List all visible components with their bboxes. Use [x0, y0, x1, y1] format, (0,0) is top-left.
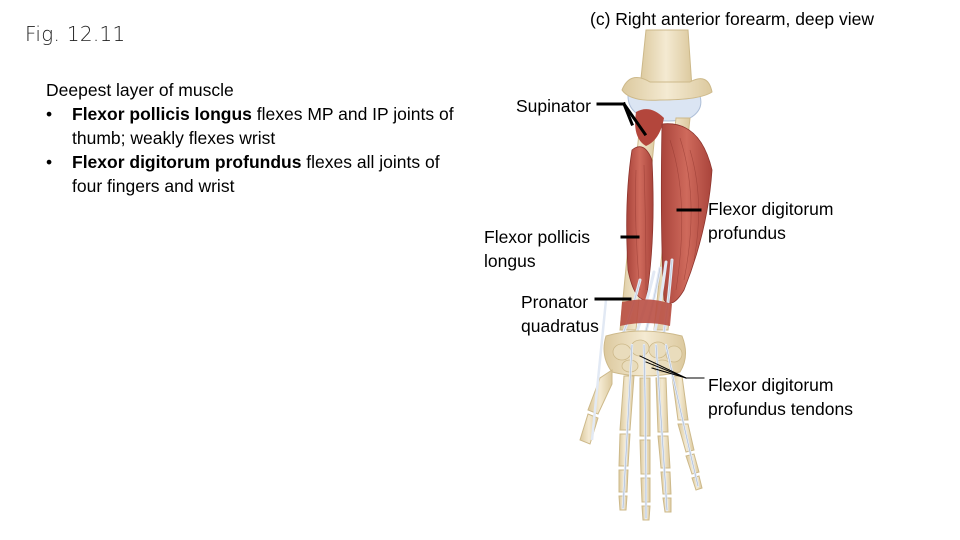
muscle-name: Flexor digitorum profundus	[72, 152, 302, 172]
label-line: quadratus	[521, 316, 599, 336]
muscle-action: flexes MP and IP joints of thumb; weakly…	[72, 104, 454, 148]
bullet: •	[46, 152, 53, 172]
muscle-action: flexes all joints of four fingers and wr…	[72, 152, 440, 196]
label-flexor-pollicis-longus: Flexor pollicis longus	[484, 225, 590, 273]
label-line: Flexor digitorum	[708, 375, 834, 395]
list-item: • Flexor digitorum profundus flexes all j…	[46, 150, 466, 198]
list-item: • Flexor pollicis longus flexes MP and IP…	[46, 102, 466, 150]
label-line: Flexor digitorum	[708, 199, 834, 219]
leader-line-fdp-tendons-2	[639, 355, 687, 379]
label-pronator-quadratus: Pronator quadratus	[521, 290, 599, 338]
fpl-muscle	[626, 146, 654, 301]
muscle-notes: Deepest layer of muscle • Flexor pollicis…	[46, 78, 466, 198]
label-supinator: Supinator	[516, 96, 591, 116]
label-flexor-digitorum-profundus: Flexor digitorum profundus	[708, 197, 833, 245]
view-title: (c) Right anterior forearm, deep view	[590, 9, 874, 29]
muscle-name: Flexor pollicis longus	[72, 104, 252, 124]
label-fdp-tendons: Flexor digitorum profundus tendons	[708, 373, 853, 421]
humerus-condyles	[621, 77, 713, 101]
supinator-muscle	[635, 109, 664, 146]
label-line: Flexor pollicis	[484, 227, 590, 247]
label-line: Pronator	[521, 292, 589, 312]
bullet: •	[46, 104, 53, 124]
figure-number: Fig. 12.11	[25, 22, 126, 46]
label-line: longus	[484, 251, 536, 271]
label-line: profundus	[708, 223, 786, 243]
notes-list: • Flexor pollicis longus flexes MP and IP…	[46, 102, 466, 198]
notes-intro: Deepest layer of muscle	[46, 80, 234, 100]
leader-line-fdp-tendons-4	[651, 367, 687, 379]
label-line: profundus tendons	[708, 399, 853, 419]
leader-line-fdp-tendons-3	[645, 361, 687, 379]
fdp-muscle	[660, 123, 713, 304]
leader-line-supinator-diag2	[622, 102, 634, 126]
humerus	[639, 29, 693, 89]
pronator-quadratus-muscle	[620, 299, 672, 326]
